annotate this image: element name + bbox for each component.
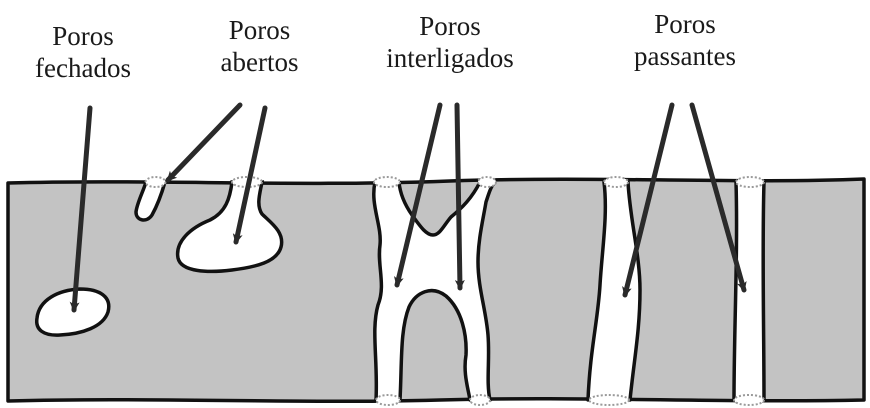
open-pore-small-opening — [146, 177, 166, 187]
interconnected-opening-top-left — [374, 177, 400, 187]
label-interconnected-pores-line2: interligados — [365, 42, 535, 74]
through-pore-straight-opening-top — [736, 177, 764, 187]
label-interconnected-pores-line1: Poros — [365, 10, 535, 42]
through-pore-straight-opening-bottom — [734, 395, 764, 405]
label-interconnected-pores: Poros interligados — [365, 10, 535, 74]
through-pore-irregular-opening-top — [604, 177, 628, 187]
through-pore-straight — [734, 182, 764, 400]
arrow-interconnected-right — [457, 105, 460, 288]
label-through-pores-line2: passantes — [610, 40, 760, 72]
label-open-pores-line1: Poros — [197, 14, 322, 46]
interconnected-opening-bottom-right — [470, 395, 490, 405]
label-through-pores-line1: Poros — [610, 8, 760, 40]
interconnected-opening-top-right — [478, 177, 496, 187]
label-closed-pores: Poros fechados — [18, 20, 148, 84]
label-open-pores-line2: abertos — [197, 46, 322, 78]
interconnected-opening-bottom-left — [376, 395, 400, 405]
through-pore-irregular-opening-bottom — [589, 395, 629, 405]
label-closed-pores-line2: fechados — [18, 52, 148, 84]
arrow-open-pore-small — [168, 105, 240, 180]
label-open-pores: Poros abertos — [197, 14, 322, 78]
label-closed-pores-line1: Poros — [18, 20, 148, 52]
label-through-pores: Poros passantes — [610, 8, 760, 72]
